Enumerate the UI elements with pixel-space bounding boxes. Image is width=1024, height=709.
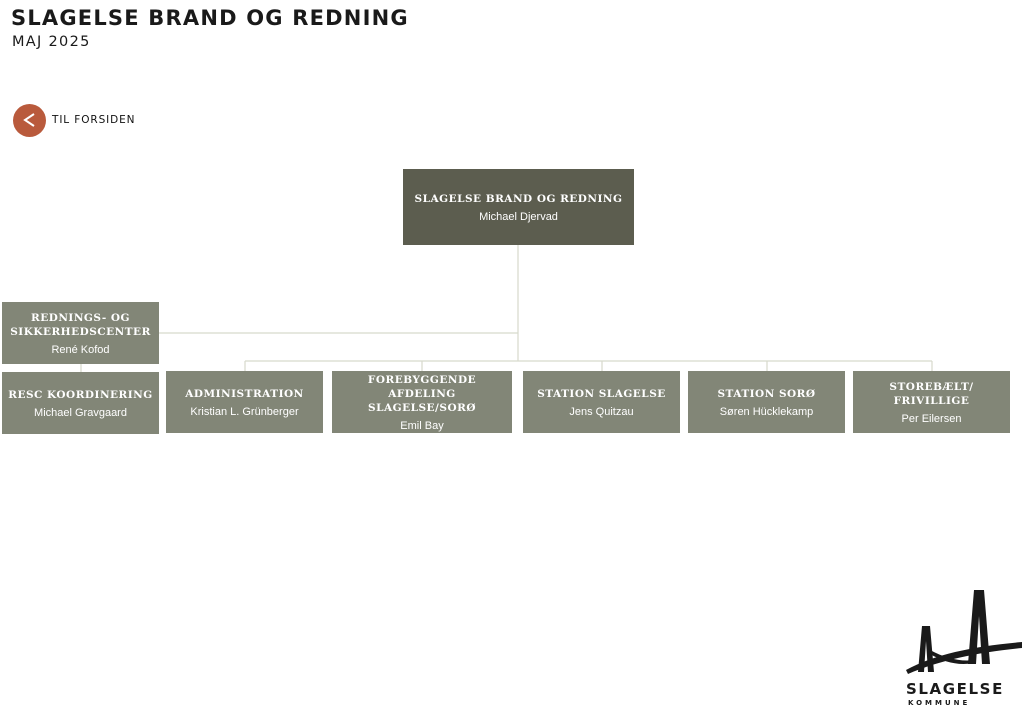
org-node-person: René Kofod (51, 343, 110, 356)
org-node-prevention[interactable]: FOREBYGGENDE AFDELING SLAGELSE/SORØ Emil… (332, 371, 512, 433)
org-node-rescue-center[interactable]: REDNINGS- OG SIKKERHEDSCENTER René Kofod (2, 302, 159, 364)
org-node-administration[interactable]: ADMINISTRATION Kristian L. Grünberger (166, 371, 323, 433)
org-node-title: RESC KOORDINERING (8, 388, 153, 401)
org-node-title: STATION SORØ (717, 387, 816, 400)
org-node-storebaelt-volunteers[interactable]: STOREBÆLT/ FRIVILLIGE Per Eilersen (853, 371, 1010, 433)
org-node-person: Michael Djervad (479, 210, 558, 223)
org-node-person: Kristian L. Grünberger (190, 405, 299, 418)
org-node-title: REDNINGS- OG SIKKERHEDSCENTER (10, 311, 151, 338)
org-node-resc-coordination[interactable]: RESC KOORDINERING Michael Gravgaard (2, 372, 159, 434)
org-node-person: Per Eilersen (901, 412, 962, 425)
org-node-title: ADMINISTRATION (185, 387, 304, 400)
page-subtitle-date: MAJ 2025 (12, 34, 91, 50)
chevron-left-icon (22, 113, 35, 127)
page-title: SLAGELSE BRAND OG REDNING (11, 6, 409, 30)
org-node-station-soro[interactable]: STATION SORØ Søren Hücklekamp (688, 371, 845, 433)
org-node-root[interactable]: SLAGELSE BRAND OG REDNING Michael Djerva… (403, 169, 634, 245)
org-node-station-slagelse[interactable]: STATION SLAGELSE Jens Quitzau (523, 371, 680, 433)
org-node-person: Emil Bay (400, 419, 444, 432)
org-node-title: STOREBÆLT/ FRIVILLIGE (889, 380, 974, 407)
org-node-title: FOREBYGGENDE AFDELING SLAGELSE/SORØ (367, 373, 477, 414)
org-node-person: Michael Gravgaard (34, 406, 127, 419)
back-to-home-link[interactable]: TIL FORSIDEN (13, 103, 135, 137)
back-link-label: TIL FORSIDEN (52, 114, 136, 126)
org-node-person: Jens Quitzau (569, 405, 634, 418)
slagelse-kommune-logo-icon (906, 590, 1022, 674)
back-button[interactable] (13, 103, 46, 137)
logo-subtitle: KOMMUNE (908, 699, 971, 707)
logo-wordmark: SLAGELSE (906, 680, 1004, 698)
org-node-title: SLAGELSE BRAND OG REDNING (414, 192, 623, 205)
org-node-person: Søren Hücklekamp (719, 405, 814, 418)
org-node-title: STATION SLAGELSE (537, 387, 666, 400)
